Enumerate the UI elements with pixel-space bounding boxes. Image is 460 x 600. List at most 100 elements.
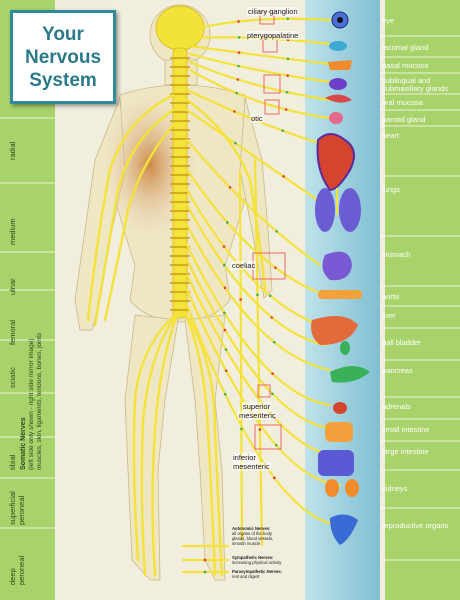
organ-reproductive xyxy=(330,514,358,545)
organ-lungs xyxy=(315,188,361,232)
synapse-dot xyxy=(272,476,276,480)
nerve-label-tibial: tibial xyxy=(8,454,17,470)
ganglion-superior-2: mesenteric xyxy=(238,411,277,420)
title-line-2: Nervous xyxy=(24,46,102,68)
legend-sympathetic-title: Sympathetic Nerves: xyxy=(232,555,274,560)
synapse-dot xyxy=(224,348,228,351)
synapse-dot xyxy=(272,340,276,344)
synapse-dot xyxy=(282,175,285,178)
synapse-dot xyxy=(270,316,273,319)
synapse-dot xyxy=(274,443,278,447)
organ-eye xyxy=(331,11,349,29)
synapse-dot xyxy=(225,221,229,224)
organ-gallbladder xyxy=(340,341,350,355)
synapse-dot xyxy=(222,263,226,267)
title-line-1: Your xyxy=(42,23,84,45)
nerve-label-sciatic: sciatic xyxy=(8,367,17,388)
synapse-dot xyxy=(286,57,290,61)
somatic-heading: Somatic Nerves xyxy=(20,417,27,470)
synapse-dot xyxy=(281,129,285,133)
legend-dots-green xyxy=(203,570,207,574)
somatic-desc-1: (left side only shown - right side mirro… xyxy=(28,338,35,471)
organ-lacrimal xyxy=(329,41,347,51)
ganglion-pterygopalatine: pterygopalatine xyxy=(246,31,300,40)
nerve-label-deep-1: deep xyxy=(8,568,17,585)
organ-parotid xyxy=(329,112,343,124)
nerve-label-deep-2: peroneal xyxy=(17,555,26,585)
synapse-dot xyxy=(235,91,238,95)
synapse-dot xyxy=(268,294,272,298)
synapse-dot xyxy=(240,427,243,431)
synapse-dot xyxy=(224,369,228,373)
legend-autonomic-1: all organs of the body xyxy=(232,531,273,536)
organ-label: reproductive organs xyxy=(382,521,449,530)
organ-label: pancreas xyxy=(382,366,413,375)
ganglion-superior-1: superior xyxy=(242,402,272,411)
organ-label: lacrimal gland xyxy=(382,43,429,52)
synapse-dot xyxy=(239,298,242,301)
synapse-dot xyxy=(284,108,288,111)
synapse-dot xyxy=(237,64,240,68)
legend-autonomic-3: smooth muscle xyxy=(232,541,261,546)
ganglion-inferior-2: mesenteric xyxy=(232,462,271,471)
organ-adrenals xyxy=(333,402,347,414)
synapse-dot xyxy=(228,186,232,189)
organ-label: eye xyxy=(382,16,395,25)
organ-label: large intestine xyxy=(382,447,429,456)
organ-large-intestine xyxy=(318,450,354,476)
synapse-dot xyxy=(274,266,277,270)
organ-label: liver xyxy=(382,311,396,320)
organ-sublingual xyxy=(329,78,347,90)
synapse-dot xyxy=(223,392,227,396)
legend-dots xyxy=(203,558,207,562)
synapse-dot xyxy=(222,245,226,248)
organ-label: nasal mucosa xyxy=(382,61,429,70)
organ-label: sublingual and xyxy=(382,76,431,85)
organ-label: gall bladder xyxy=(382,338,421,347)
synapse-dot xyxy=(271,392,274,396)
organ-heart xyxy=(316,133,355,192)
ganglion-otic: otic xyxy=(250,114,264,123)
legend-sympathetic-1: increasing physical activity xyxy=(232,560,282,565)
central-nervous-system xyxy=(155,5,205,319)
synapse-dot xyxy=(237,36,241,39)
organ-label: oral mucosa xyxy=(382,98,423,107)
synapse-dot xyxy=(271,372,274,375)
organ-stomach xyxy=(322,251,352,281)
synapse-dot xyxy=(256,293,259,297)
ganglion-inferior-1: inferior xyxy=(232,453,257,462)
organ-label: heart xyxy=(382,131,400,140)
organ-liver xyxy=(311,316,358,345)
synapse-dot xyxy=(237,51,241,54)
organ-label: parotid gland xyxy=(382,115,426,124)
nerve-label-ulnar: ulnar xyxy=(8,278,17,295)
organ-label: kidneys xyxy=(382,484,408,493)
organ-pancreas xyxy=(330,366,370,383)
organ-band xyxy=(305,0,380,600)
synapse-dot xyxy=(286,17,290,21)
organ-aorta xyxy=(318,290,362,299)
ganglion-ciliary: ciliary ganglion xyxy=(247,7,299,16)
nerve-label-radial: radial xyxy=(8,141,17,160)
nerve-label-medium: medium xyxy=(8,218,17,245)
legend-parasympathetic-1: rest and digest xyxy=(232,574,260,579)
nerve-label-superficial-2: peroneal xyxy=(17,495,26,525)
organ-row-dividers xyxy=(380,35,460,561)
synapse-dot xyxy=(223,286,227,290)
nerve-label-femoral: femoral xyxy=(8,319,17,345)
organ-label: lungs xyxy=(382,185,400,194)
synapse-dot xyxy=(223,311,226,315)
synapse-dot xyxy=(237,20,240,23)
organ-label: small intestine xyxy=(382,425,430,434)
organ-small-intestine xyxy=(325,422,353,442)
somatic-nerves xyxy=(86,93,267,577)
synapse-dot xyxy=(234,141,237,145)
synapse-dot xyxy=(286,74,289,77)
organ-label: submaxillary glands xyxy=(382,84,448,93)
synapse-dot xyxy=(285,90,289,94)
synapse-dot xyxy=(236,78,240,81)
synapse-dot xyxy=(233,110,236,113)
organ-oral xyxy=(325,94,352,103)
